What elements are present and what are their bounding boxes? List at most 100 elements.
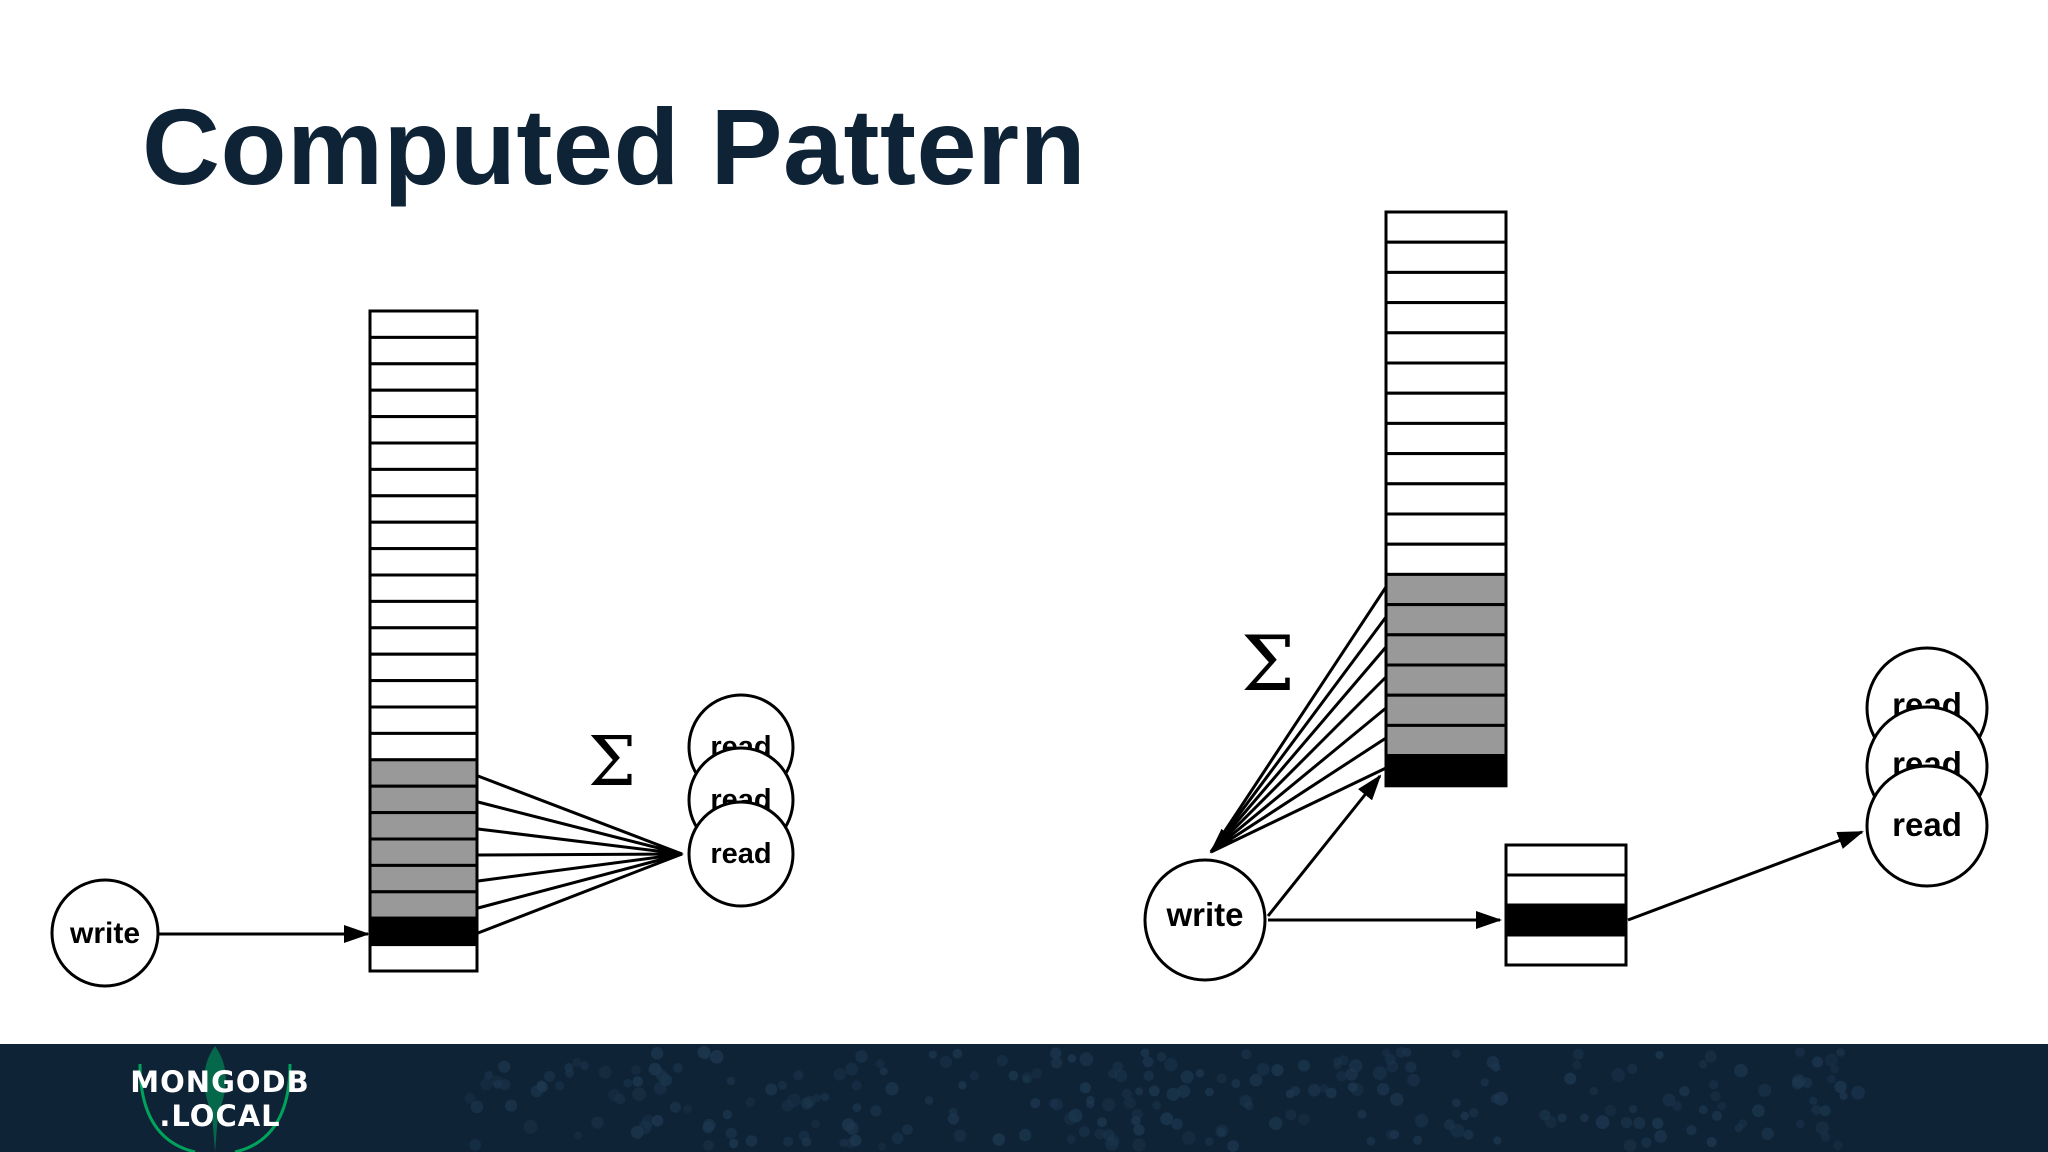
- left-column-cell: [368, 309, 479, 339]
- footer-dot: [1824, 1053, 1838, 1067]
- footer-dot: [498, 1060, 511, 1073]
- footer-dot: [1143, 1070, 1154, 1081]
- footer-dot: [783, 1136, 794, 1147]
- footer-dot: [1611, 1068, 1625, 1082]
- footer-dot: [1350, 1083, 1364, 1097]
- left-column-cell: [368, 520, 479, 551]
- footer-dot: [1384, 1053, 1396, 1065]
- footer-dot: [565, 1068, 575, 1078]
- right-read-label-3: read: [1892, 806, 1962, 843]
- footer-dot: [1706, 1137, 1717, 1148]
- footer-dot: [947, 1113, 960, 1125]
- right-fan-line: [1209, 646, 1388, 853]
- footer-dot: [1480, 1078, 1489, 1087]
- footer-dot: [1376, 1082, 1390, 1096]
- footer-dot: [523, 1119, 538, 1134]
- footer-dot: [1734, 1123, 1744, 1133]
- left-column-cell: [368, 388, 479, 419]
- footer-dot: [1285, 1089, 1295, 1099]
- footer-dot: [1557, 1113, 1567, 1123]
- right-write-label: write: [1165, 896, 1243, 933]
- footer-dot: [1652, 1117, 1664, 1129]
- footer-dot: [1717, 1101, 1727, 1111]
- footer-dot: [1415, 1113, 1429, 1128]
- footer-dot: [811, 1119, 820, 1128]
- left-column-cell: [368, 784, 479, 815]
- footer-dot: [1079, 1052, 1094, 1067]
- footer-dot: [1066, 1135, 1076, 1144]
- right-fan-line: [1210, 736, 1387, 854]
- left-column-cell: [368, 943, 479, 973]
- right-column-cell: [1384, 361, 1508, 395]
- footer-dot: [722, 1109, 733, 1120]
- footer-dot: [573, 1131, 583, 1140]
- left-diagram: write Σ read read read: [50, 309, 795, 988]
- footer-dot: [654, 1082, 667, 1095]
- footer-dot: [1239, 1094, 1253, 1108]
- footer-dot: [1112, 1061, 1124, 1073]
- footer-dot: [855, 1050, 868, 1063]
- right-column-cell: [1384, 421, 1508, 456]
- footer-dot: [1181, 1131, 1196, 1145]
- right-write-to-column-arrow: [1266, 774, 1382, 917]
- left-fan-line: [477, 852, 683, 883]
- right-column-cell: [1384, 633, 1508, 667]
- footer-dot: [1105, 1137, 1119, 1151]
- footer-dot: [591, 1116, 604, 1129]
- left-column-cell: [368, 547, 479, 577]
- footer-dot: [1413, 1135, 1423, 1145]
- footer-dot: [498, 1079, 511, 1091]
- footer-dot: [1135, 1087, 1144, 1096]
- footer-dot: [902, 1124, 913, 1135]
- footer-dot: [1121, 1088, 1132, 1099]
- footer-dot: [1572, 1060, 1582, 1070]
- footer-dot: [1809, 1096, 1818, 1105]
- footer-dot: [1205, 1087, 1214, 1097]
- left-column-cell: [368, 863, 479, 894]
- footer-dot: [851, 1080, 862, 1091]
- footer-dot: [1152, 1101, 1161, 1110]
- footer-dot: [1451, 1049, 1461, 1058]
- footer-dot: [839, 1138, 848, 1147]
- right-column-cell: [1384, 452, 1508, 486]
- left-column-cell: [368, 467, 479, 498]
- footer-dot: [580, 1061, 589, 1071]
- right-column-cell: [1384, 542, 1508, 576]
- footer-dot: [726, 1076, 736, 1085]
- footer-dot: [1164, 1058, 1178, 1072]
- footer-dot: [958, 1081, 967, 1090]
- right-column-cell: [1384, 572, 1508, 607]
- right-diagram: Σ write read read read: [1143, 210, 1989, 982]
- footer-dot: [1269, 1116, 1283, 1131]
- footer-dot: [1285, 1109, 1297, 1121]
- left-column-cell: [368, 705, 479, 735]
- footer-dot: [1761, 1127, 1774, 1140]
- footer-dot: [1595, 1115, 1610, 1129]
- footer-dot: [608, 1088, 621, 1102]
- footer-dot: [1156, 1052, 1167, 1062]
- right-document-column: [1384, 210, 1508, 788]
- footer-dot: [1407, 1073, 1420, 1087]
- footer-dot: [885, 1082, 899, 1096]
- footer-dot: [928, 1050, 937, 1059]
- footer-dot: [1050, 1047, 1062, 1059]
- footer-dot: [669, 1101, 682, 1113]
- footer-dot: [703, 1118, 716, 1132]
- footer-dot: [777, 1080, 788, 1090]
- footer-dot: [870, 1105, 882, 1117]
- right-fan-line: [1210, 766, 1387, 854]
- footer-dot: [1079, 1126, 1090, 1138]
- footer-dot: [1195, 1068, 1205, 1078]
- left-document-column: [368, 309, 479, 973]
- footer-dot: [1385, 1130, 1396, 1140]
- footer-dot: [879, 1067, 888, 1076]
- left-column-cell: [368, 626, 479, 656]
- footer-dot: [1463, 1129, 1474, 1140]
- footer-bar: MONGODB .LOCAL: [0, 1044, 2048, 1152]
- footer-dot: [1366, 1136, 1376, 1146]
- footer-dot: [875, 1059, 885, 1069]
- footer-dot: [1249, 1073, 1263, 1087]
- footer-dot: [1539, 1109, 1551, 1121]
- footer-dot: [1008, 1070, 1019, 1081]
- footer-dot: [480, 1078, 493, 1091]
